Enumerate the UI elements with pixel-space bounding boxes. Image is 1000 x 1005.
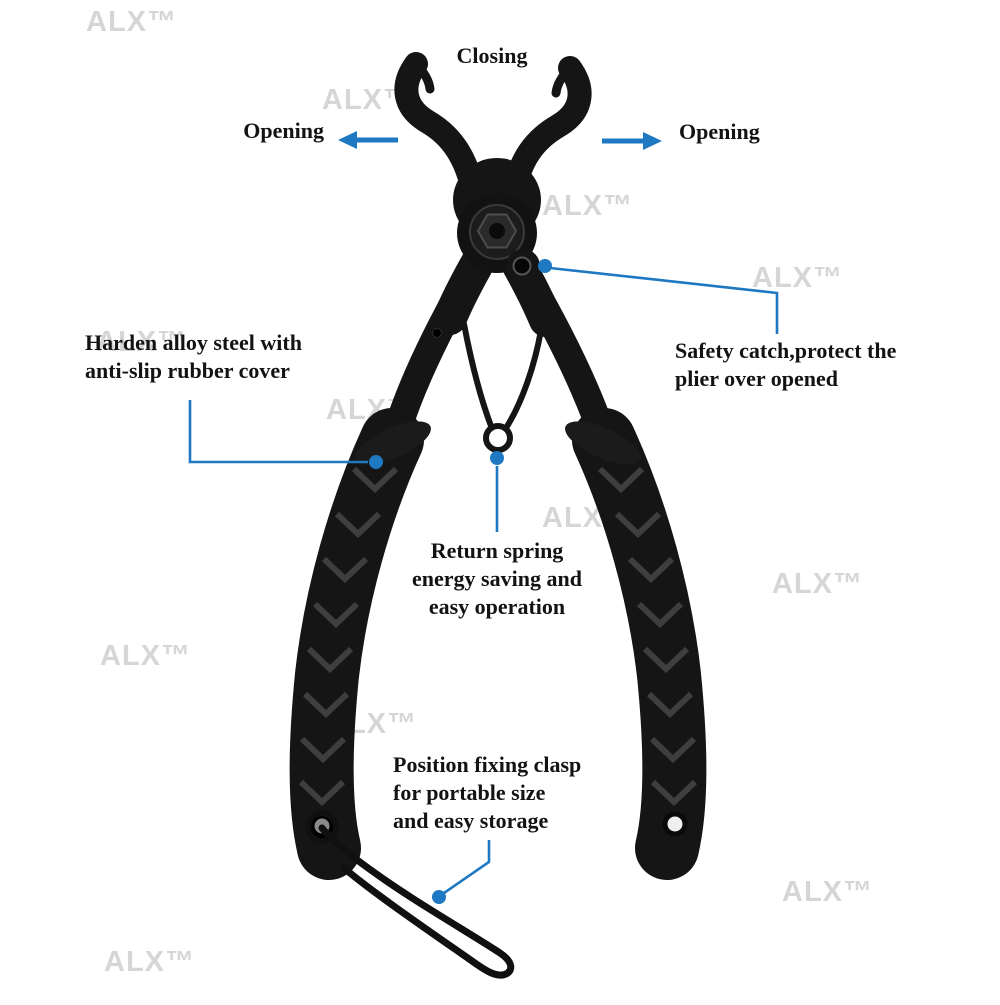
label-opening-left: Opening (243, 118, 324, 143)
callout-dot-safety (538, 259, 552, 273)
opening-arrow-left-icon (338, 131, 398, 149)
pivot-bolt (457, 193, 540, 283)
label-grip-note: Harden alloy steel with anti-slip rubber… (85, 330, 302, 383)
watermark-text: ALX™ (104, 946, 195, 978)
label-safety-note: Safety catch,protect the plier over open… (675, 338, 897, 391)
right-grip-texture (597, 466, 698, 807)
watermark-text: ALX™ (752, 262, 843, 294)
left-grip-texture (298, 466, 399, 807)
callout-line-grip (188, 400, 368, 464)
opening-arrow-right-icon (602, 132, 662, 150)
watermark-text: ALX™ (782, 876, 873, 908)
callout-line-safety (549, 266, 779, 334)
watermark-text: ALX™ (96, 326, 187, 358)
label-spring-note: Return spring energy saving and easy ope… (412, 538, 582, 619)
callout-dot-grip (369, 455, 383, 469)
fixing-clasp (305, 810, 515, 979)
return-spring (461, 321, 544, 453)
label-closing: Closing (456, 43, 528, 68)
safety-catch-hole (512, 256, 532, 276)
label-opening-right: Opening (679, 119, 760, 144)
watermark-text: ALX™ (772, 568, 863, 600)
callout-line-clasp (443, 840, 491, 895)
right-handle-hole (662, 811, 688, 837)
callouts (188, 131, 779, 904)
watermark-text: ALX™ (542, 190, 633, 222)
callout-dot-clasp (432, 890, 446, 904)
watermark-text: ALX™ (100, 640, 191, 672)
callout-dot-spring (490, 451, 504, 465)
watermark-text: ALX™ (86, 6, 177, 38)
arm-screw (432, 328, 442, 338)
label-clasp-note: Position fixing clasp for portable size … (393, 752, 582, 833)
plier-handles (289, 408, 707, 880)
